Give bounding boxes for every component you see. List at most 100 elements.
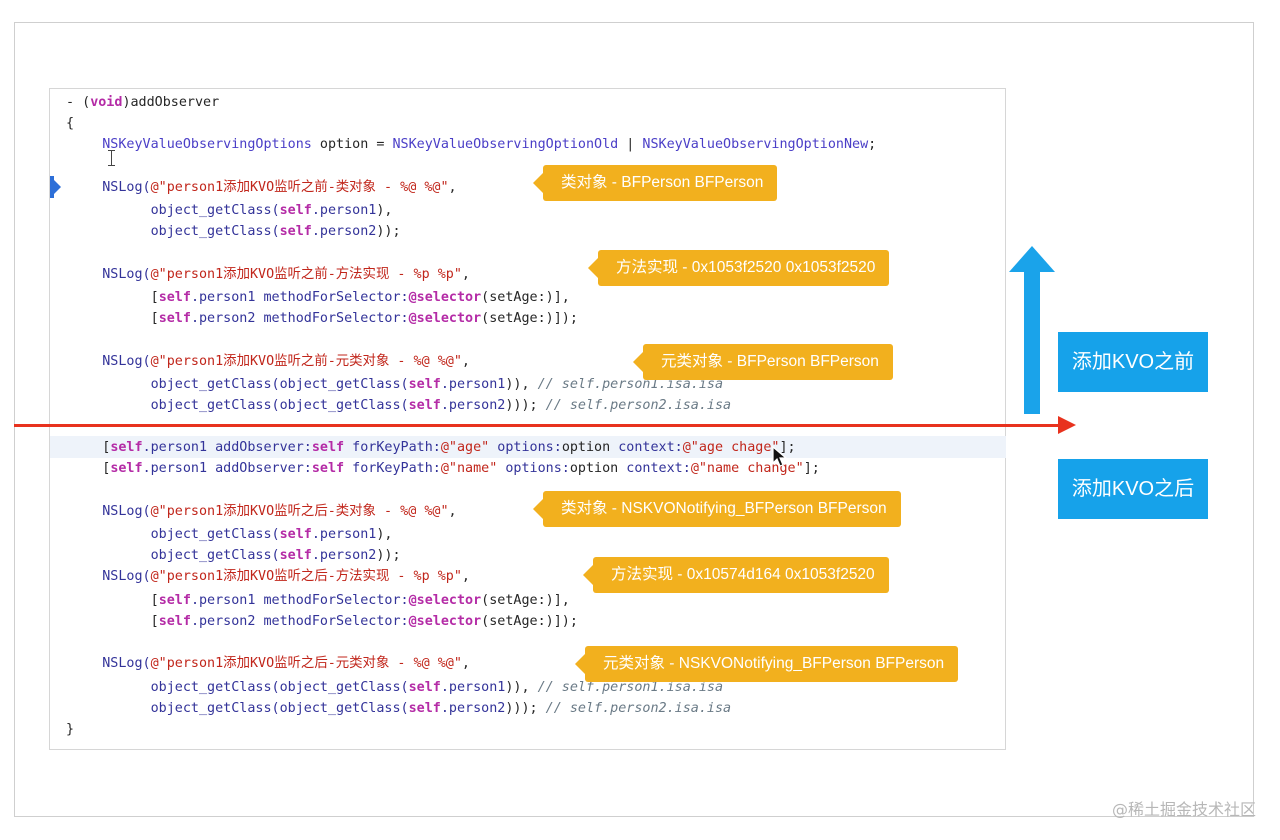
code-token: .person2 bbox=[440, 398, 506, 413]
code-token: @"age chage" bbox=[682, 440, 780, 455]
code-token: )), bbox=[505, 377, 538, 392]
code-token: self bbox=[408, 377, 441, 392]
code-token: @"name change" bbox=[690, 461, 804, 476]
code-token: .person1 methodForSelector: bbox=[190, 290, 409, 305]
code-token: self bbox=[279, 224, 312, 239]
code-token: (setAge:)], bbox=[481, 593, 570, 608]
code-token: )); bbox=[376, 224, 401, 239]
code-token: NSLog( bbox=[70, 504, 151, 519]
code-token: options: bbox=[497, 461, 570, 476]
code-token: ; bbox=[868, 137, 877, 152]
code-token: [ bbox=[70, 290, 159, 305]
code-token: [ bbox=[70, 311, 159, 326]
code-token: void bbox=[90, 95, 123, 110]
code-token: context: bbox=[618, 461, 691, 476]
code-token: object_getClass(object_getClass( bbox=[70, 680, 409, 695]
code-line-log-before-class[interactable]: NSLog(@"person1添加KVO监听之前-类对象 - %@ %@", bbox=[70, 177, 456, 198]
code-line-options[interactable]: NSKeyValueObservingOptions option = NSKe… bbox=[70, 134, 876, 155]
code-line-after-class-arg2[interactable]: object_getClass(self.person2)); bbox=[70, 545, 401, 566]
code-line-method-signature[interactable]: - (void)addObserver bbox=[66, 92, 219, 113]
code-token: forKeyPath: bbox=[344, 440, 441, 455]
code-token: [ bbox=[70, 440, 111, 455]
code-line-open-brace[interactable]: { bbox=[66, 113, 74, 134]
code-token: @"person1添加KVO监听之后-类对象 - %@ %@" bbox=[150, 504, 449, 519]
code-token: { bbox=[66, 116, 75, 131]
code-token: // self.person1.isa.isa bbox=[537, 377, 724, 392]
code-token: option bbox=[561, 440, 611, 455]
code-token: )), bbox=[505, 680, 538, 695]
breakpoint-arrow-icon[interactable] bbox=[50, 176, 61, 198]
code-line-after-imp-arg1[interactable]: [self.person1 methodForSelector:@selecto… bbox=[70, 590, 570, 611]
code-line-close-brace[interactable]: } bbox=[66, 719, 74, 740]
code-token: [ bbox=[70, 593, 159, 608]
code-token: self bbox=[311, 461, 345, 476]
code-token: .person1 bbox=[311, 527, 377, 542]
code-token: NSLog( bbox=[70, 656, 151, 671]
code-token: NSLog( bbox=[70, 354, 151, 369]
label-after-kvo: 添加KVO之后 bbox=[1058, 459, 1208, 519]
code-token: self bbox=[279, 548, 312, 563]
code-token: ))); bbox=[505, 398, 546, 413]
code-line-before-class-arg2[interactable]: object_getClass(self.person2)); bbox=[70, 221, 401, 242]
code-token: self bbox=[158, 311, 191, 326]
code-line-before-imp-arg2[interactable]: [self.person2 methodForSelector:@selecto… bbox=[70, 308, 578, 329]
code-line-log-before-meta[interactable]: NSLog(@"person1添加KVO监听之前-元类对象 - %@ %@", bbox=[70, 351, 470, 372]
code-token: - ( bbox=[66, 95, 91, 110]
code-line-before-meta-arg2[interactable]: object_getClass(object_getClass(self.per… bbox=[70, 395, 732, 416]
code-line-before-imp-arg1[interactable]: [self.person1 methodForSelector:@selecto… bbox=[70, 287, 570, 308]
callout-before-class: 类对象 - BFPerson BFPerson bbox=[532, 165, 778, 201]
code-token: NSKeyValueObservingOptionNew bbox=[642, 137, 869, 152]
code-token: // self.person2.isa.isa bbox=[545, 398, 732, 413]
code-line-after-meta-arg1[interactable]: object_getClass(object_getClass(self.per… bbox=[70, 677, 723, 698]
code-line-after-class-arg1[interactable]: object_getClass(self.person1), bbox=[70, 524, 393, 545]
code-token: .person2 bbox=[311, 224, 377, 239]
code-line-before-meta-arg1[interactable]: object_getClass(object_getClass(self.per… bbox=[70, 374, 723, 395]
code-editor[interactable] bbox=[49, 88, 1006, 750]
callout-after-imp: 方法实现 - 0x10574d164 0x1053f2520 bbox=[583, 557, 889, 593]
callout-after-meta: 元类对象 - NSKVONotifying_BFPerson BFPerson bbox=[574, 646, 959, 682]
code-token: object_getClass(object_getClass( bbox=[70, 377, 409, 392]
code-token: forKeyPath: bbox=[344, 461, 441, 476]
code-token: self bbox=[311, 440, 345, 455]
code-line-add-observer-name[interactable]: [self.person1 addObserver:self forKeyPat… bbox=[70, 458, 820, 479]
code-token: self bbox=[110, 461, 143, 476]
code-line-log-after-meta[interactable]: NSLog(@"person1添加KVO监听之后-元类对象 - %@ %@", bbox=[70, 653, 470, 674]
code-token: @"name" bbox=[440, 461, 498, 476]
code-token: object_getClass(object_getClass( bbox=[70, 701, 409, 716]
code-token: self bbox=[279, 203, 312, 218]
code-token: self bbox=[408, 398, 441, 413]
code-token: ), bbox=[376, 203, 393, 218]
code-token: option = bbox=[311, 137, 393, 152]
code-token: NSLog( bbox=[70, 267, 151, 282]
code-line-log-after-class[interactable]: NSLog(@"person1添加KVO监听之后-类对象 - %@ %@", bbox=[70, 501, 456, 522]
code-token: @"person1添加KVO监听之前-类对象 - %@ %@" bbox=[150, 180, 449, 195]
code-token: [ bbox=[70, 461, 111, 476]
code-token: // self.person2.isa.isa bbox=[545, 701, 732, 716]
code-line-log-before-imp[interactable]: NSLog(@"person1添加KVO监听之前-方法实现 - %p %p", bbox=[70, 264, 470, 285]
code-token: [ bbox=[70, 614, 159, 629]
code-token: // self.person1.isa.isa bbox=[537, 680, 724, 695]
up-arrow-shaft bbox=[1024, 268, 1040, 414]
code-token: | bbox=[618, 137, 643, 152]
code-token: self bbox=[408, 680, 441, 695]
code-token: object_getClass(object_getClass( bbox=[70, 398, 409, 413]
callout-before-imp: 方法实现 - 0x1053f2520 0x1053f2520 bbox=[587, 250, 890, 286]
code-token: , bbox=[461, 569, 470, 584]
code-token: self bbox=[158, 614, 191, 629]
code-token: )); bbox=[376, 548, 401, 563]
code-line-add-observer-age[interactable]: [self.person1 addObserver:self forKeyPat… bbox=[70, 437, 795, 458]
code-line-log-after-imp[interactable]: NSLog(@"person1添加KVO监听之后-方法实现 - %p %p", bbox=[70, 566, 470, 587]
code-token: )addObserver bbox=[122, 95, 220, 110]
code-line-after-imp-arg2[interactable]: [self.person2 methodForSelector:@selecto… bbox=[70, 611, 578, 632]
code-line-after-meta-arg2[interactable]: object_getClass(object_getClass(self.per… bbox=[70, 698, 732, 719]
text-cursor-icon bbox=[108, 150, 115, 166]
code-token: } bbox=[66, 722, 75, 737]
code-line-before-class-arg1[interactable]: object_getClass(self.person1), bbox=[70, 200, 393, 221]
code-token: .person1 bbox=[440, 377, 506, 392]
code-token: @"person1添加KVO监听之后-方法实现 - %p %p" bbox=[150, 569, 462, 584]
code-token: ), bbox=[376, 527, 393, 542]
code-token: self bbox=[110, 440, 143, 455]
code-token: NSLog( bbox=[70, 180, 151, 195]
code-token: .person1 addObserver: bbox=[142, 440, 312, 455]
code-token: @"person1添加KVO监听之前-元类对象 - %@ %@" bbox=[150, 354, 462, 369]
